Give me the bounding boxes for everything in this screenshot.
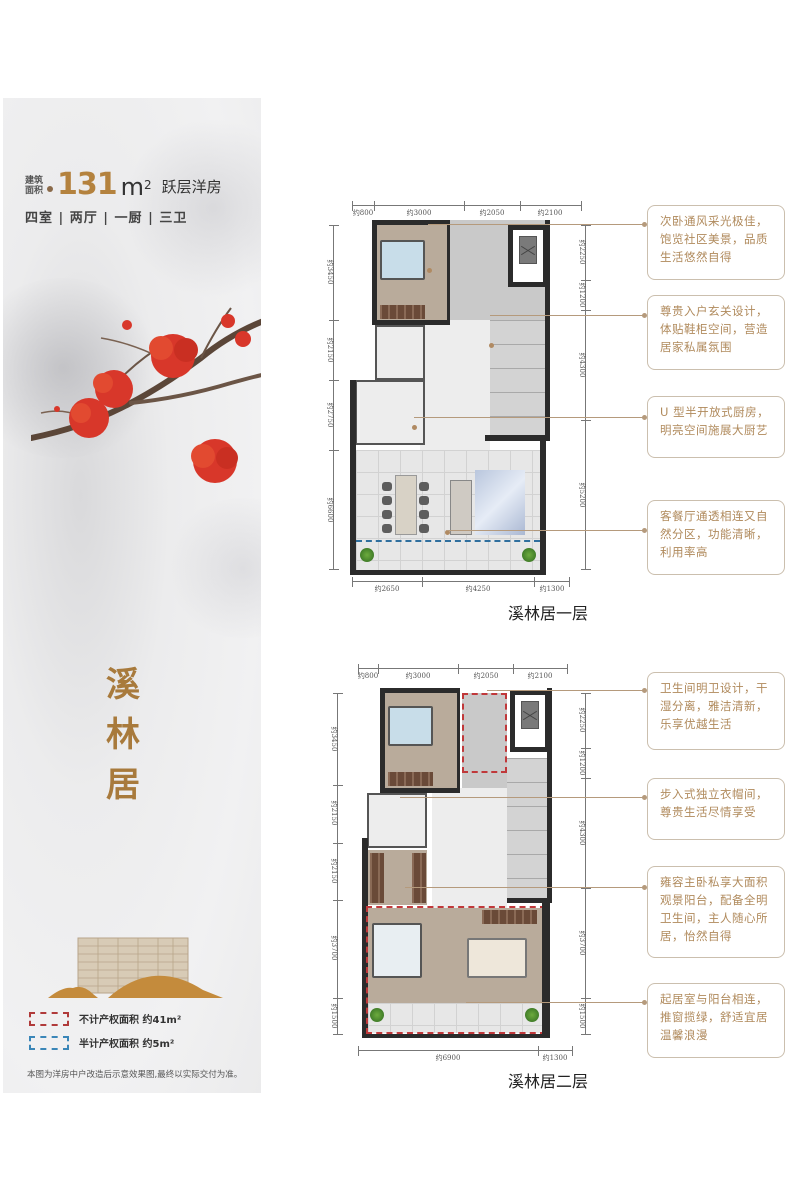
plant-icon xyxy=(525,1008,539,1022)
callout-bathroom: 卫生间明卫设计，干湿分离，雅洁清新，乐享优越生活 xyxy=(647,672,785,750)
kitchen xyxy=(355,380,425,445)
callout-balcony: 起居室与阳台相连，推窗揽绿，舒适宜居温馨浪漫 xyxy=(647,983,785,1058)
area-heading: 建筑 面积 131 m2 跃层洋房 四室 | 两厅 | 一厨 | 三卫 xyxy=(25,167,222,227)
left-dimension-bar: 约3450 约2150 约2750 约6600 xyxy=(326,225,349,570)
bathroom xyxy=(375,325,425,380)
bed xyxy=(388,706,433,746)
ink-mist xyxy=(163,498,261,638)
plant-icon xyxy=(370,1008,384,1022)
blue-dashed-swatch xyxy=(29,1035,69,1050)
callout-secondary-bedroom: 次卧通风采光极佳，饱览社区美景，品质生活悠然自得 xyxy=(647,205,785,280)
house-type: 跃层洋房 xyxy=(161,178,222,196)
floor-plan-drawing xyxy=(362,688,552,1038)
rug xyxy=(475,470,525,535)
staircase xyxy=(490,320,545,435)
non-property-area-boundary xyxy=(366,906,546,1034)
dining-table xyxy=(395,475,417,535)
floor-plan-drawing xyxy=(350,220,550,575)
wardrobe xyxy=(388,772,433,786)
sofa xyxy=(450,480,472,535)
half-area-boundary xyxy=(356,540,540,542)
callout-living-dining: 客餐厅通透相连又自然分区，功能清晰，利用率高 xyxy=(647,500,785,575)
bathroom xyxy=(367,793,427,848)
left-dimension-bar: 约3450 约2150 约2150 约3700 约1500 xyxy=(330,693,353,1035)
bottom-dimension-bar: 约2650 约4250 约1300 xyxy=(352,577,570,597)
bed xyxy=(467,938,527,978)
left-info-panel: 建筑 面积 131 m2 跃层洋房 四室 | 两厅 | 一厨 | 三卫 溪 林 xyxy=(3,98,261,1093)
top-dimension-bar: 约800 约3000 约2050 约2100 xyxy=(358,664,568,684)
building-illustration xyxy=(48,937,223,998)
bullet-dot-icon xyxy=(47,186,54,192)
top-dimension-bar: 约800 约3000 约2050 约2100 xyxy=(352,201,582,221)
plum-blossom-illustration xyxy=(31,307,261,483)
plan-caption-level-1: 溪林居一层 xyxy=(508,604,589,623)
elevator xyxy=(510,690,550,752)
bottom-dimension-bar: 约6900 约1300 xyxy=(358,1046,573,1066)
bed xyxy=(372,923,422,978)
callout-kitchen: U 型半开放式厨房，明亮空间施展大厨艺 xyxy=(647,396,785,458)
staircase xyxy=(507,758,552,898)
callout-master-bedroom: 雍容主卧私享大面积观景阳台，配备全明卫生间，主人随心所居，怡然自得 xyxy=(647,866,785,958)
plan-caption-level-2: 溪林居二层 xyxy=(508,1072,589,1091)
plant-icon xyxy=(522,548,536,562)
callout-entrance-foyer: 尊贵入户玄关设计，体贴鞋柜空间，营造居家私属氛围 xyxy=(647,295,785,370)
area-value: 131 xyxy=(57,167,118,202)
room-configuration: 四室 | 两厅 | 一厨 | 三卫 xyxy=(25,211,188,226)
legend: 不计产权面积 约41m² 半计产权面积 约5m² xyxy=(29,1011,181,1059)
non-property-area-boundary xyxy=(462,693,507,773)
wardrobe xyxy=(380,305,425,319)
project-title-vertical: 溪 林 居 xyxy=(106,665,140,805)
legend-item-non-property-area: 不计产权面积 约41m² xyxy=(29,1011,181,1026)
elevator xyxy=(508,225,548,287)
balcony xyxy=(368,1003,543,1033)
plant-icon xyxy=(360,548,374,562)
area-label: 建筑 面积 xyxy=(25,176,44,196)
right-dimension-bar: 约2250 约1200 约4300 约3700 约1500 xyxy=(578,693,601,1035)
legend-item-half-property-area: 半计产权面积 约5m² xyxy=(29,1035,181,1050)
area-unit: m2 xyxy=(120,173,152,201)
bed xyxy=(380,240,425,280)
red-dashed-swatch xyxy=(29,1011,69,1026)
callout-walk-in-closet: 步入式独立衣帽间，尊贵生活尽情享受 xyxy=(647,778,785,840)
ink-mist xyxy=(123,118,261,298)
right-dimension-bar: 约2250 约1200 约4300 约5200 xyxy=(578,225,601,570)
disclaimer-text: 本图为洋房中户改造后示意效果图,最终以实际交付为准。 xyxy=(27,1070,243,1080)
